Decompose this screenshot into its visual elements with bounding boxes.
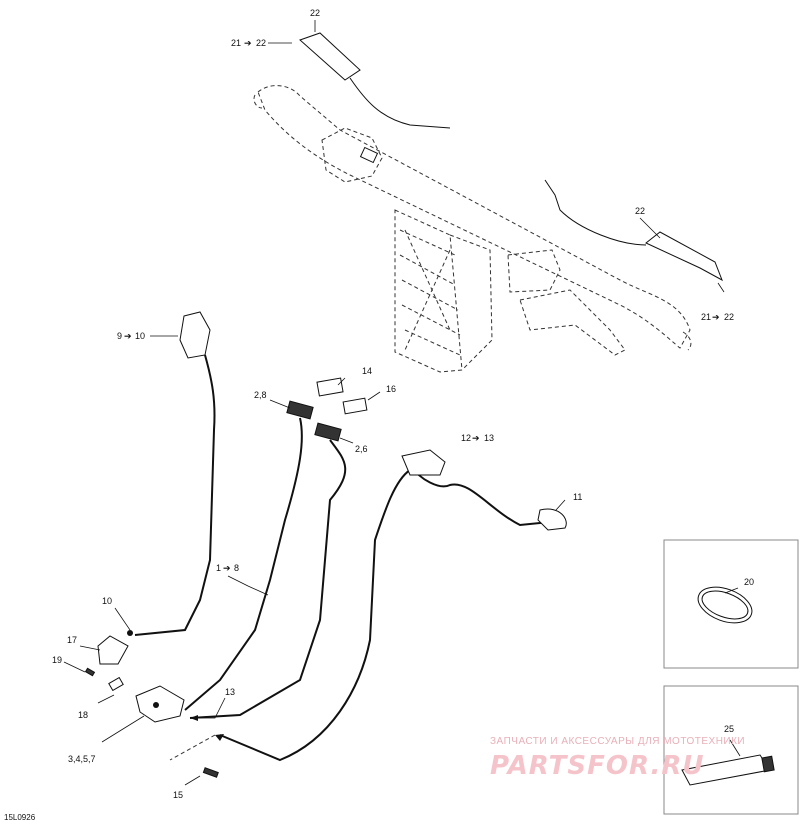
callout-8: 8 — [234, 563, 239, 573]
seal-15 — [202, 767, 219, 778]
heated-grip-right — [544, 179, 723, 282]
callout-12: 12 — [461, 433, 471, 443]
leader-arrowheads — [190, 715, 224, 741]
callout-17: 17 — [67, 635, 77, 645]
inset-box-25 — [663, 685, 799, 815]
callout-25: 25 — [724, 724, 734, 734]
callout-9: 9 — [117, 331, 122, 341]
main-wiring-harness — [184, 417, 551, 762]
callout-3-4-5-7: 3,4,5,7 — [68, 754, 96, 764]
left-control-housing — [321, 127, 383, 183]
connector-dash-line — [169, 734, 216, 761]
callout-19: 19 — [52, 655, 62, 665]
callout-11: 11 — [573, 492, 582, 502]
riser-mount — [394, 209, 493, 373]
callout-22-right: 22 — [635, 206, 645, 216]
watermark-brand: PARTSFOR.RU — [490, 751, 704, 781]
callout-22-top-b: 22 — [256, 38, 266, 48]
callout-14: 14 — [362, 366, 372, 376]
connector-2-6 — [314, 422, 342, 442]
switch-12 — [401, 449, 446, 476]
brake-master-cylinder — [507, 249, 626, 356]
leader-lines — [63, 20, 741, 786]
clip-18 — [108, 676, 124, 692]
main-connector — [135, 685, 185, 723]
callout-15: 15 — [173, 790, 183, 800]
handlebar — [253, 85, 692, 351]
arrow-icon: ➔ — [472, 433, 480, 443]
callout-22-top: 22 — [310, 8, 320, 18]
callout-1: 1 — [216, 563, 221, 573]
connector-17 — [97, 630, 133, 665]
callout-22-right-b: 22 — [724, 312, 734, 322]
callout-13: 13 — [225, 687, 235, 697]
callout-20: 20 — [744, 577, 754, 587]
callout-21-right: 21 — [701, 312, 711, 322]
watermark-tagline: ЗАПЧАСТИ И АКСЕССУАРЫ ДЛЯ МОТОТЕХНИКИ — [490, 736, 745, 747]
connector-2-8 — [286, 400, 314, 420]
diagram-code: 15L0926 — [4, 813, 36, 822]
callout-21-top: 21 — [231, 38, 241, 48]
arrow-icon: ➔ — [124, 331, 132, 341]
callout-18: 18 — [78, 710, 88, 720]
heated-grip-left — [299, 32, 451, 129]
cap-11 — [537, 508, 567, 531]
watermark: ЗАПЧАСТИ И АКСЕССУАРЫ ДЛЯ МОТОТЕХНИКИ PA… — [490, 736, 745, 781]
callout-2-6: 2,6 — [355, 444, 368, 454]
arrow-icon: ➔ — [712, 312, 720, 322]
inset-box-20 — [663, 539, 799, 669]
arrow-icon: ➔ — [244, 38, 252, 48]
callout-10: 10 — [102, 596, 112, 606]
callout-13-a: 13 — [484, 433, 494, 443]
arrow-icon: ➔ — [223, 563, 231, 573]
connector-14 — [316, 377, 344, 397]
callouts: 22 21 ➔ 22 22 21 ➔ 22 9 ➔ 10 14 16 2,8 2… — [52, 8, 754, 800]
connector-16 — [342, 397, 368, 415]
throttle-sensor — [134, 311, 216, 636]
pin-19 — [84, 667, 96, 677]
callout-2-8: 2,8 — [254, 390, 267, 400]
callout-10-a: 10 — [135, 331, 145, 341]
callout-16: 16 — [386, 384, 396, 394]
